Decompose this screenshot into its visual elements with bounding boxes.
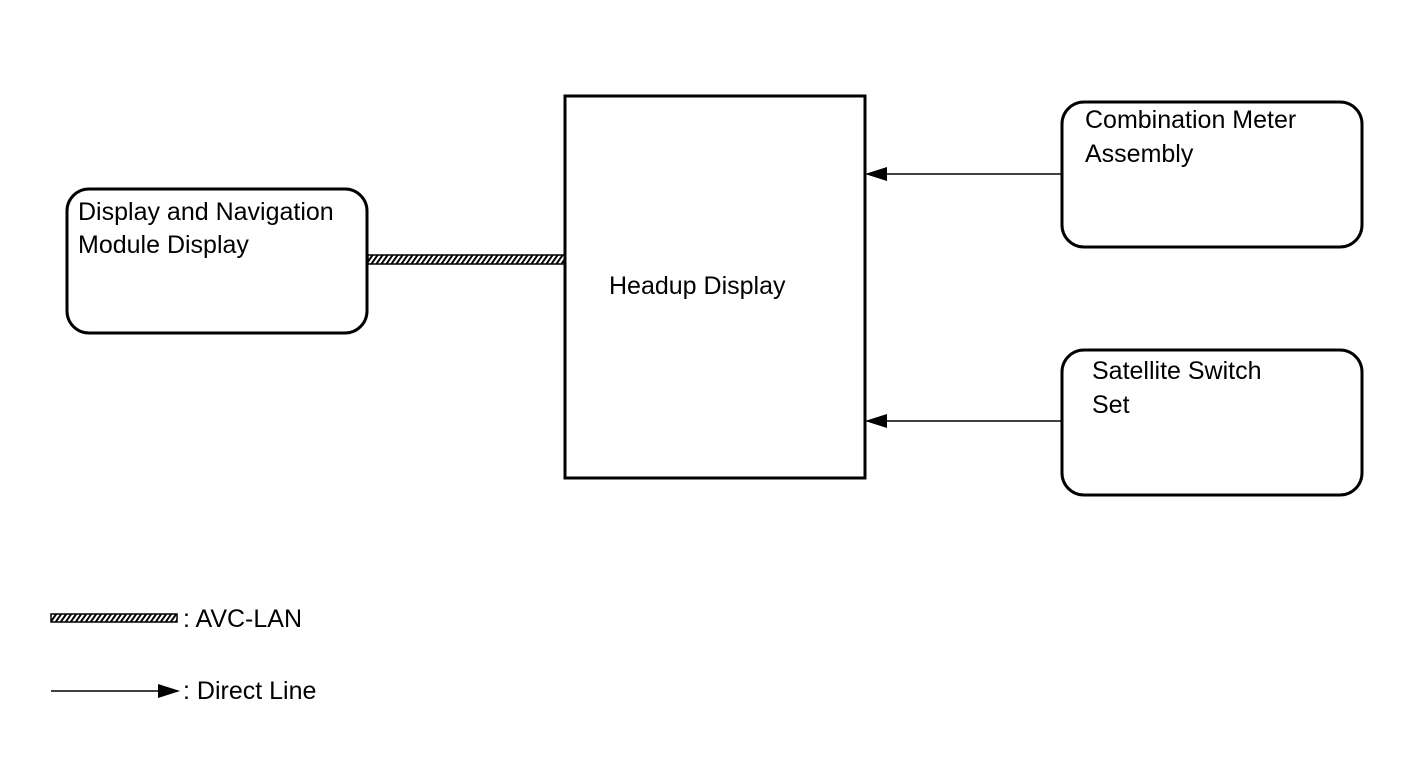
headup-display-node: Headup Display [563,94,867,480]
satellite-switch-label-line2: Set [1092,391,1130,419]
satellite-switch-box [1060,348,1364,497]
display-navigation-module-label-line1: Display and Navigation [78,198,334,226]
combination-meter-label-line2: Assembly [1085,140,1194,168]
combination-meter-node: Combination Meter Assembly [1060,100,1364,249]
headup-display-box [563,94,867,480]
legend-avc-lan-label: : AVC-LAN [183,605,302,633]
avc-lan-connection [367,254,566,265]
satellite-switch-label-line1: Satellite Switch [1092,357,1262,385]
legend-avc-lan-swatch [50,613,178,623]
satellite-switch-node: Satellite Switch Set [1060,348,1364,497]
display-navigation-module-node: Display and Navigation Module Display [65,187,369,335]
legend-direct-line-label: : Direct Line [183,677,316,705]
legend: : AVC-LAN : Direct Line [50,605,316,705]
combination-meter-label-line1: Combination Meter [1085,106,1296,134]
display-navigation-module-label-line2: Module Display [78,231,249,259]
headup-display-label: Headup Display [609,272,786,300]
display-navigation-module-box [65,187,369,335]
